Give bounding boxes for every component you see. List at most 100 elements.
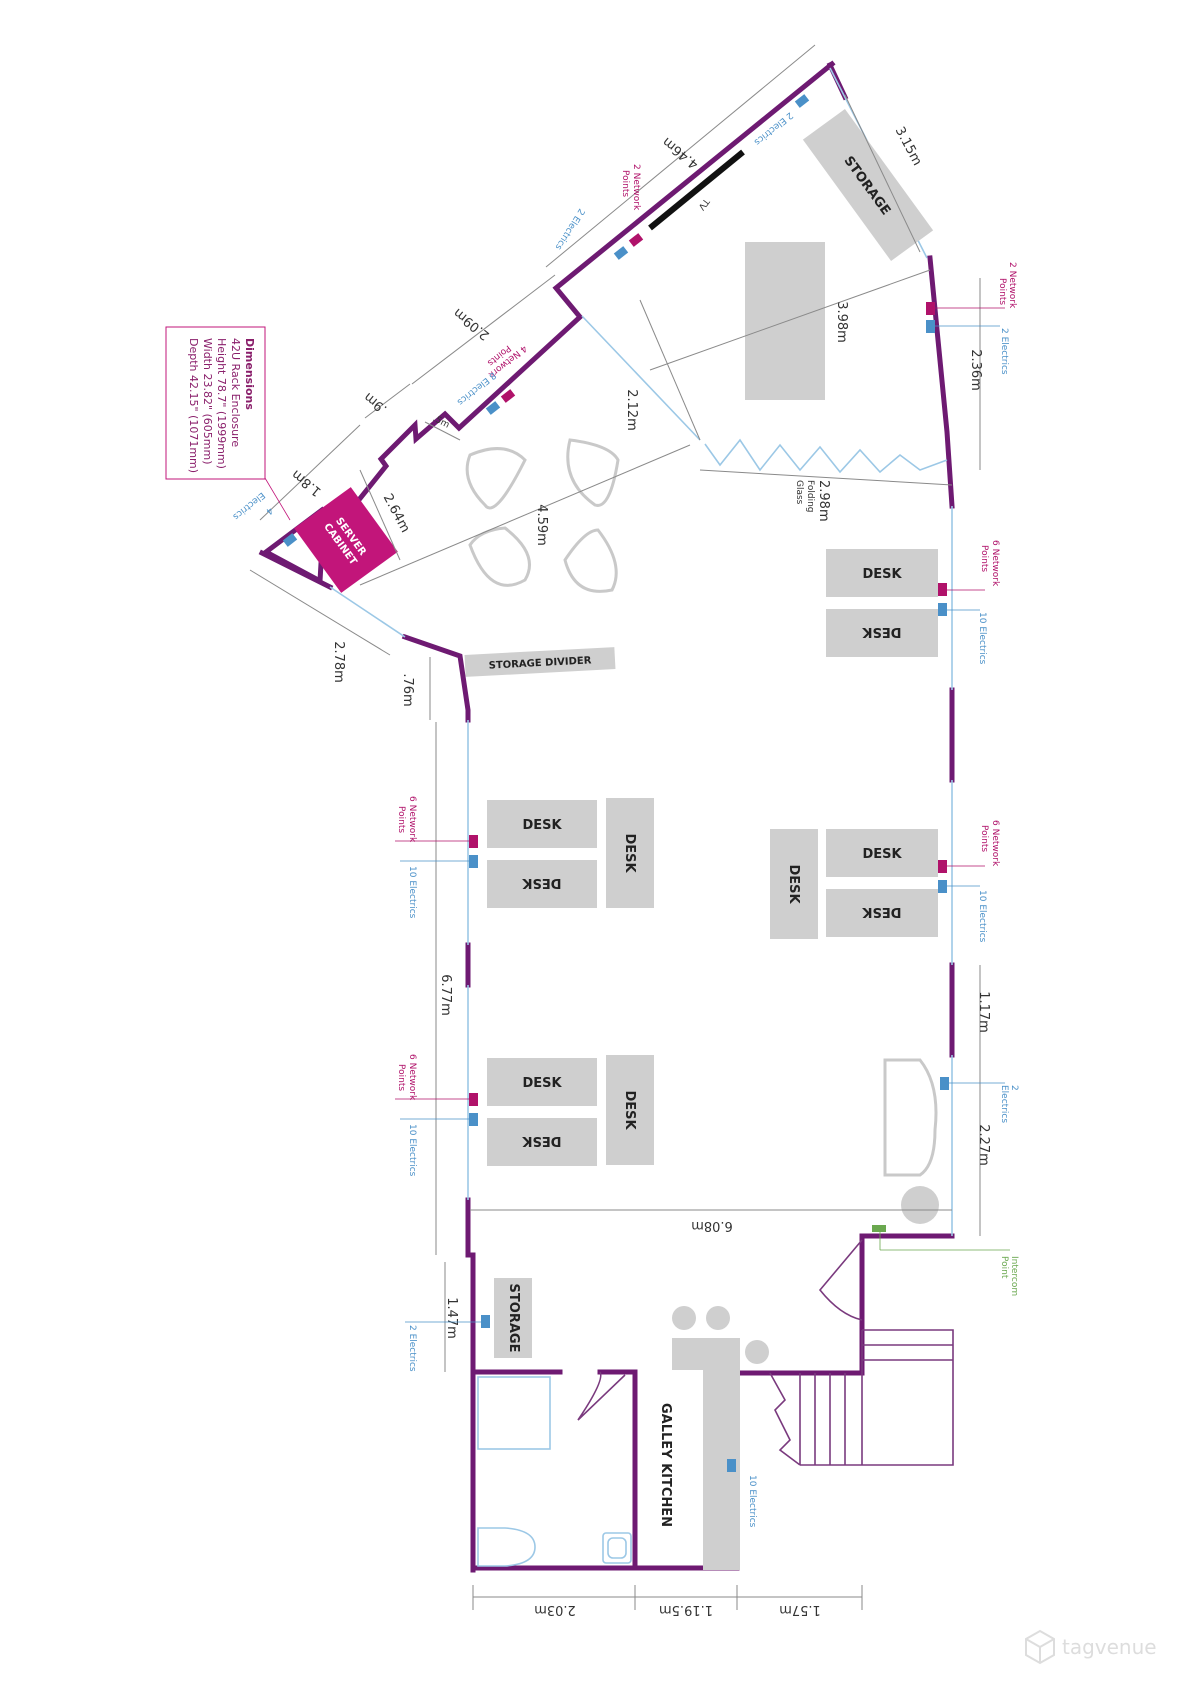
dim-0-76: .76m <box>400 673 415 706</box>
dimensions-line: Depth 42.15" (1071mm) <box>187 338 200 473</box>
dim-2-64: 2.64m <box>380 491 413 535</box>
dim-6-08: 6.08m <box>691 1218 733 1233</box>
desk-label: DESK <box>862 567 902 582</box>
electric-point <box>469 1113 478 1126</box>
network-point <box>469 835 478 848</box>
server-cabinet: SERVER CABINET <box>294 487 398 593</box>
desk-label: DESK <box>522 1076 562 1091</box>
dim-1-8: 1.8m <box>289 466 324 499</box>
chair <box>566 438 620 507</box>
electric-point <box>794 94 810 108</box>
dimensions-line: Height 78.7" (1999mm) <box>215 338 228 469</box>
network-point <box>500 389 516 403</box>
dim-4-46: 4.46m <box>660 134 702 172</box>
folding-label: Folding <box>805 480 815 513</box>
dim-4-59: 4.59m <box>534 504 549 546</box>
network-point <box>938 583 947 596</box>
network-label: 2 Network <box>1007 262 1017 309</box>
chair <box>563 528 618 593</box>
dim-0-9: .9m <box>361 389 390 416</box>
electric-point <box>727 1459 736 1472</box>
glass-label: Glass <box>794 480 804 505</box>
dim-2-03: 2.03m <box>534 1602 576 1617</box>
storage-divider: STORAGE DIVIDER <box>464 647 616 677</box>
network-label: Points <box>396 1064 406 1091</box>
dimensions-title: Dimensions <box>243 338 256 410</box>
desk-label: DESK <box>862 904 902 919</box>
network-label: 6 Network <box>990 820 1000 867</box>
sofa <box>883 1058 938 1177</box>
network-label: Points <box>620 170 630 197</box>
dim-1-47: 1.47m <box>444 1297 459 1339</box>
dim-2-78: 2.78m <box>331 641 346 683</box>
network-point <box>469 1093 478 1106</box>
dim-1-19-5: 1.19.5m <box>659 1602 713 1617</box>
electrics-label: Electrics <box>230 490 266 522</box>
meeting-table <box>745 242 825 400</box>
electrics-label: 2 Electrics <box>999 328 1009 375</box>
dim-1-57: 1.57m <box>779 1602 821 1617</box>
galley-kitchen-label: GALLEY KITCHEN <box>658 1403 673 1527</box>
dim-6-77: 6.77m <box>438 974 453 1016</box>
electric-point <box>940 1077 949 1090</box>
intercom-label: Point <box>999 1256 1009 1279</box>
dim-2-36: 2.36m <box>968 349 983 391</box>
electrics-label: 10 Electrics <box>407 866 417 919</box>
network-label: Points <box>396 806 406 833</box>
desk-label: DESK <box>522 1133 562 1148</box>
chair <box>465 447 527 510</box>
electrics-label: 10 Electrics <box>977 612 987 665</box>
network-label: 2 Network <box>631 164 641 211</box>
tv-label: TV <box>695 195 711 212</box>
desk-label: DESK <box>786 864 801 904</box>
desk-label: DESK <box>622 1090 637 1130</box>
network-label: Points <box>979 545 989 572</box>
electric-point <box>481 1315 490 1328</box>
walls <box>258 60 955 1573</box>
dim-2-09: 2.09m <box>451 305 493 343</box>
dimensions-box: Dimensions 42U Rack Enclosure Height 78.… <box>165 326 291 521</box>
electrics-label: 10 Electrics <box>977 890 987 943</box>
electric-point <box>613 246 629 260</box>
dim-1-17: 1.17m <box>976 991 991 1033</box>
network-label: Points <box>979 825 989 852</box>
electrics-label: Electrics <box>999 1085 1009 1123</box>
desk-label: DESK <box>522 818 562 833</box>
chair <box>468 526 531 587</box>
tv <box>648 149 745 231</box>
tagvenue-logo: tagvenue <box>1025 1629 1157 1665</box>
network-point <box>938 860 947 873</box>
electrics-label: 2 Electrics <box>553 206 586 251</box>
electrics-label: 10 Electrics <box>747 1475 757 1528</box>
desk-label: DESK <box>522 875 562 890</box>
storage-divider-label: STORAGE DIVIDER <box>488 655 592 671</box>
electric-point <box>926 320 935 333</box>
dimensions-line: 42U Rack Enclosure <box>229 338 242 447</box>
dim-3-98: 3.98m <box>834 301 849 343</box>
dimension-lines <box>249 44 981 1610</box>
network-point <box>628 233 644 247</box>
cube-logo-icon <box>1025 1629 1055 1665</box>
electric-point <box>938 603 947 616</box>
logo-text: tagvenue <box>1062 1635 1157 1659</box>
network-label: 6 Network <box>407 1054 417 1101</box>
dim-3-15: 3.15m <box>892 124 925 168</box>
desk-label: DESK <box>862 624 902 639</box>
electric-point <box>282 533 298 547</box>
network-point <box>926 302 935 315</box>
electrics-label: 10 Electrics <box>407 1124 417 1177</box>
round-table <box>901 1186 939 1224</box>
desk-label: DESK <box>622 833 637 873</box>
furniture: STORAGE TV SERVER CABINET STORAGE DIVIDE… <box>294 109 939 1570</box>
electrics-label: 2 Electrics <box>407 1325 417 1372</box>
electrics-label: 4 <box>263 505 274 517</box>
electric-point <box>485 401 501 415</box>
network-label: 6 Network <box>990 540 1000 587</box>
dim-2-27: 2.27m <box>976 1124 991 1166</box>
dimensions-line: Width 23.82" (605mm) <box>201 338 214 465</box>
desk-label: DESK <box>862 847 902 862</box>
network-label: 6 Network <box>407 796 417 843</box>
electric-point <box>469 855 478 868</box>
intercom-label: Intercom <box>1009 1256 1019 1296</box>
network-label: Points <box>997 278 1007 305</box>
